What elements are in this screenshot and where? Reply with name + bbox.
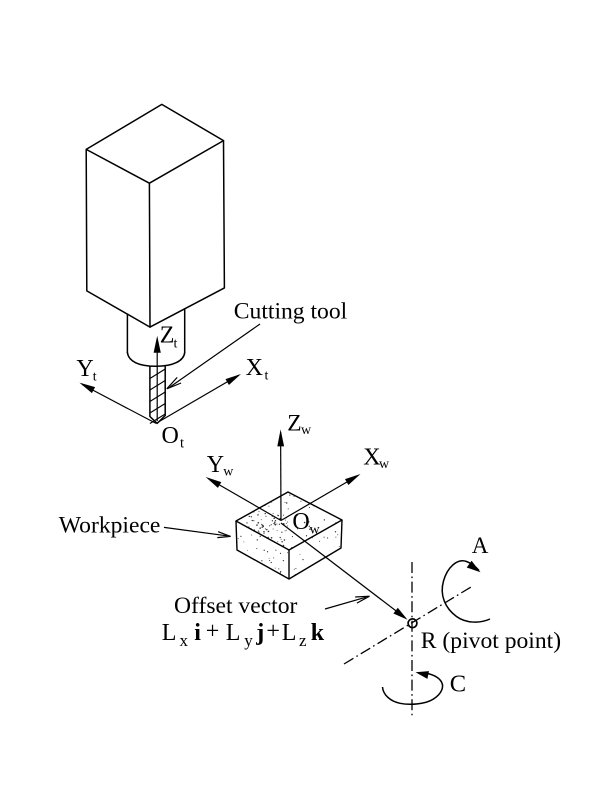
svg-text:t: t [174,337,178,352]
svg-text:Z: Z [287,410,301,436]
svg-text:O: O [162,423,179,449]
svg-text:w: w [310,522,321,537]
svg-text:t: t [180,436,184,452]
svg-text:O: O [292,509,309,535]
svg-text:X: X [363,445,380,471]
svg-text:C: C [450,671,466,698]
svg-text:Workpiece: Workpiece [59,512,161,538]
svg-text:w: w [223,465,234,480]
svg-text:X: X [246,355,263,381]
svg-text:z: z [299,631,307,650]
svg-text:t: t [93,370,97,385]
svg-text:A: A [472,533,489,558]
svg-text:x: x [180,631,189,650]
svg-text:i: i [194,620,201,646]
svg-text:w: w [379,457,390,472]
svg-text:t: t [265,369,269,384]
svg-text:Z: Z [160,322,175,348]
svg-text:L: L [226,620,241,646]
svg-text:+: + [206,619,220,645]
svg-text:R (pivot point): R (pivot point) [421,628,561,654]
svg-text:y: y [244,631,253,650]
svg-text:j: j [255,620,264,646]
svg-text:k: k [311,620,325,646]
svg-text:+: + [266,619,280,645]
svg-text:L: L [162,620,177,646]
svg-text:Cutting tool: Cutting tool [234,299,348,325]
svg-text:Y: Y [76,356,93,382]
svg-text:L: L [282,620,297,646]
svg-text:Y: Y [207,452,224,478]
svg-text:w: w [301,423,312,438]
svg-text:Offset vector: Offset vector [174,593,298,619]
